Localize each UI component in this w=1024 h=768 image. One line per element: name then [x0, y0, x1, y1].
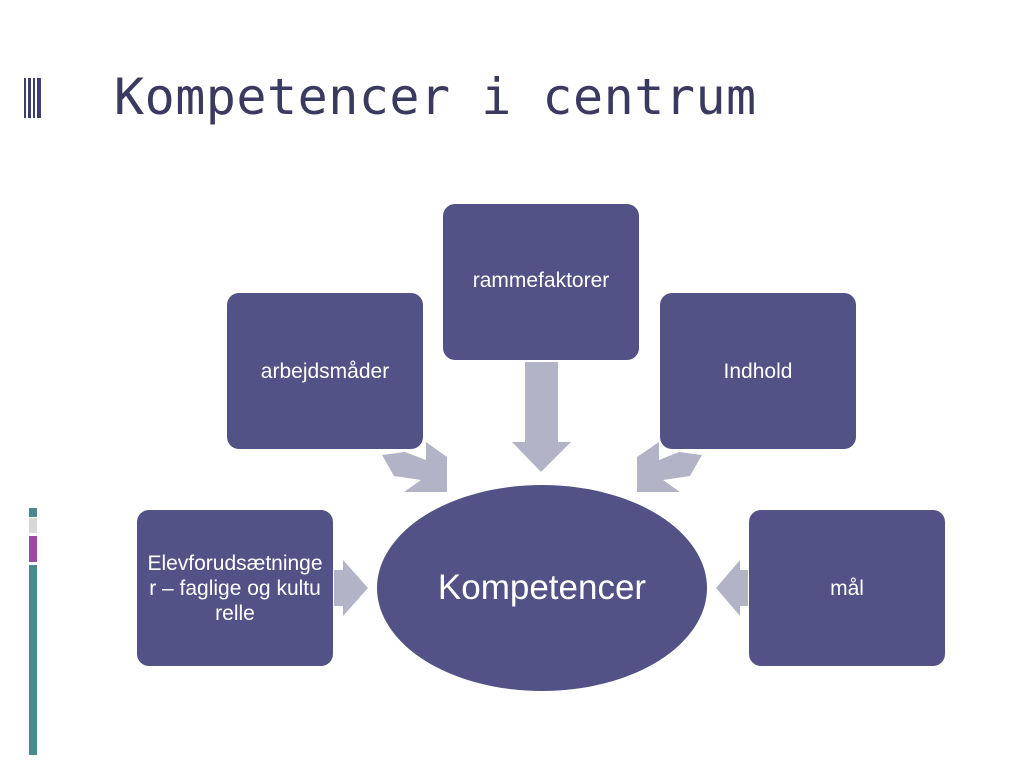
arrow-arbejdsmader — [382, 442, 447, 492]
node-maal: mål — [749, 510, 945, 666]
arrow-indhold — [637, 442, 702, 492]
node-label: rammefaktorer — [472, 268, 610, 292]
node-indhold: Indhold — [660, 293, 856, 449]
node-rammefaktorer: rammefaktorer — [443, 204, 639, 360]
slide-title: Kompetencer i centrum — [114, 68, 757, 126]
node-label: Elevforudsætninger – faglige og kulturel… — [147, 551, 323, 625]
node-arbejdsmader: arbejdsmåder — [227, 293, 423, 449]
center-label: Kompetencer — [437, 568, 647, 607]
arrow-maal — [716, 560, 748, 616]
node-label: mål — [830, 576, 864, 600]
arrow-rammefaktorer — [512, 362, 571, 472]
center-node-kompetencer: Kompetencer — [377, 485, 707, 691]
node-label: Indhold — [723, 359, 793, 383]
title-marker — [24, 78, 41, 118]
node-label: arbejdsmåder — [260, 359, 390, 383]
arrow-elevforudsaetninger — [334, 560, 368, 616]
node-elevforudsaetninger: Elevforudsætninger – faglige og kulturel… — [137, 510, 333, 666]
